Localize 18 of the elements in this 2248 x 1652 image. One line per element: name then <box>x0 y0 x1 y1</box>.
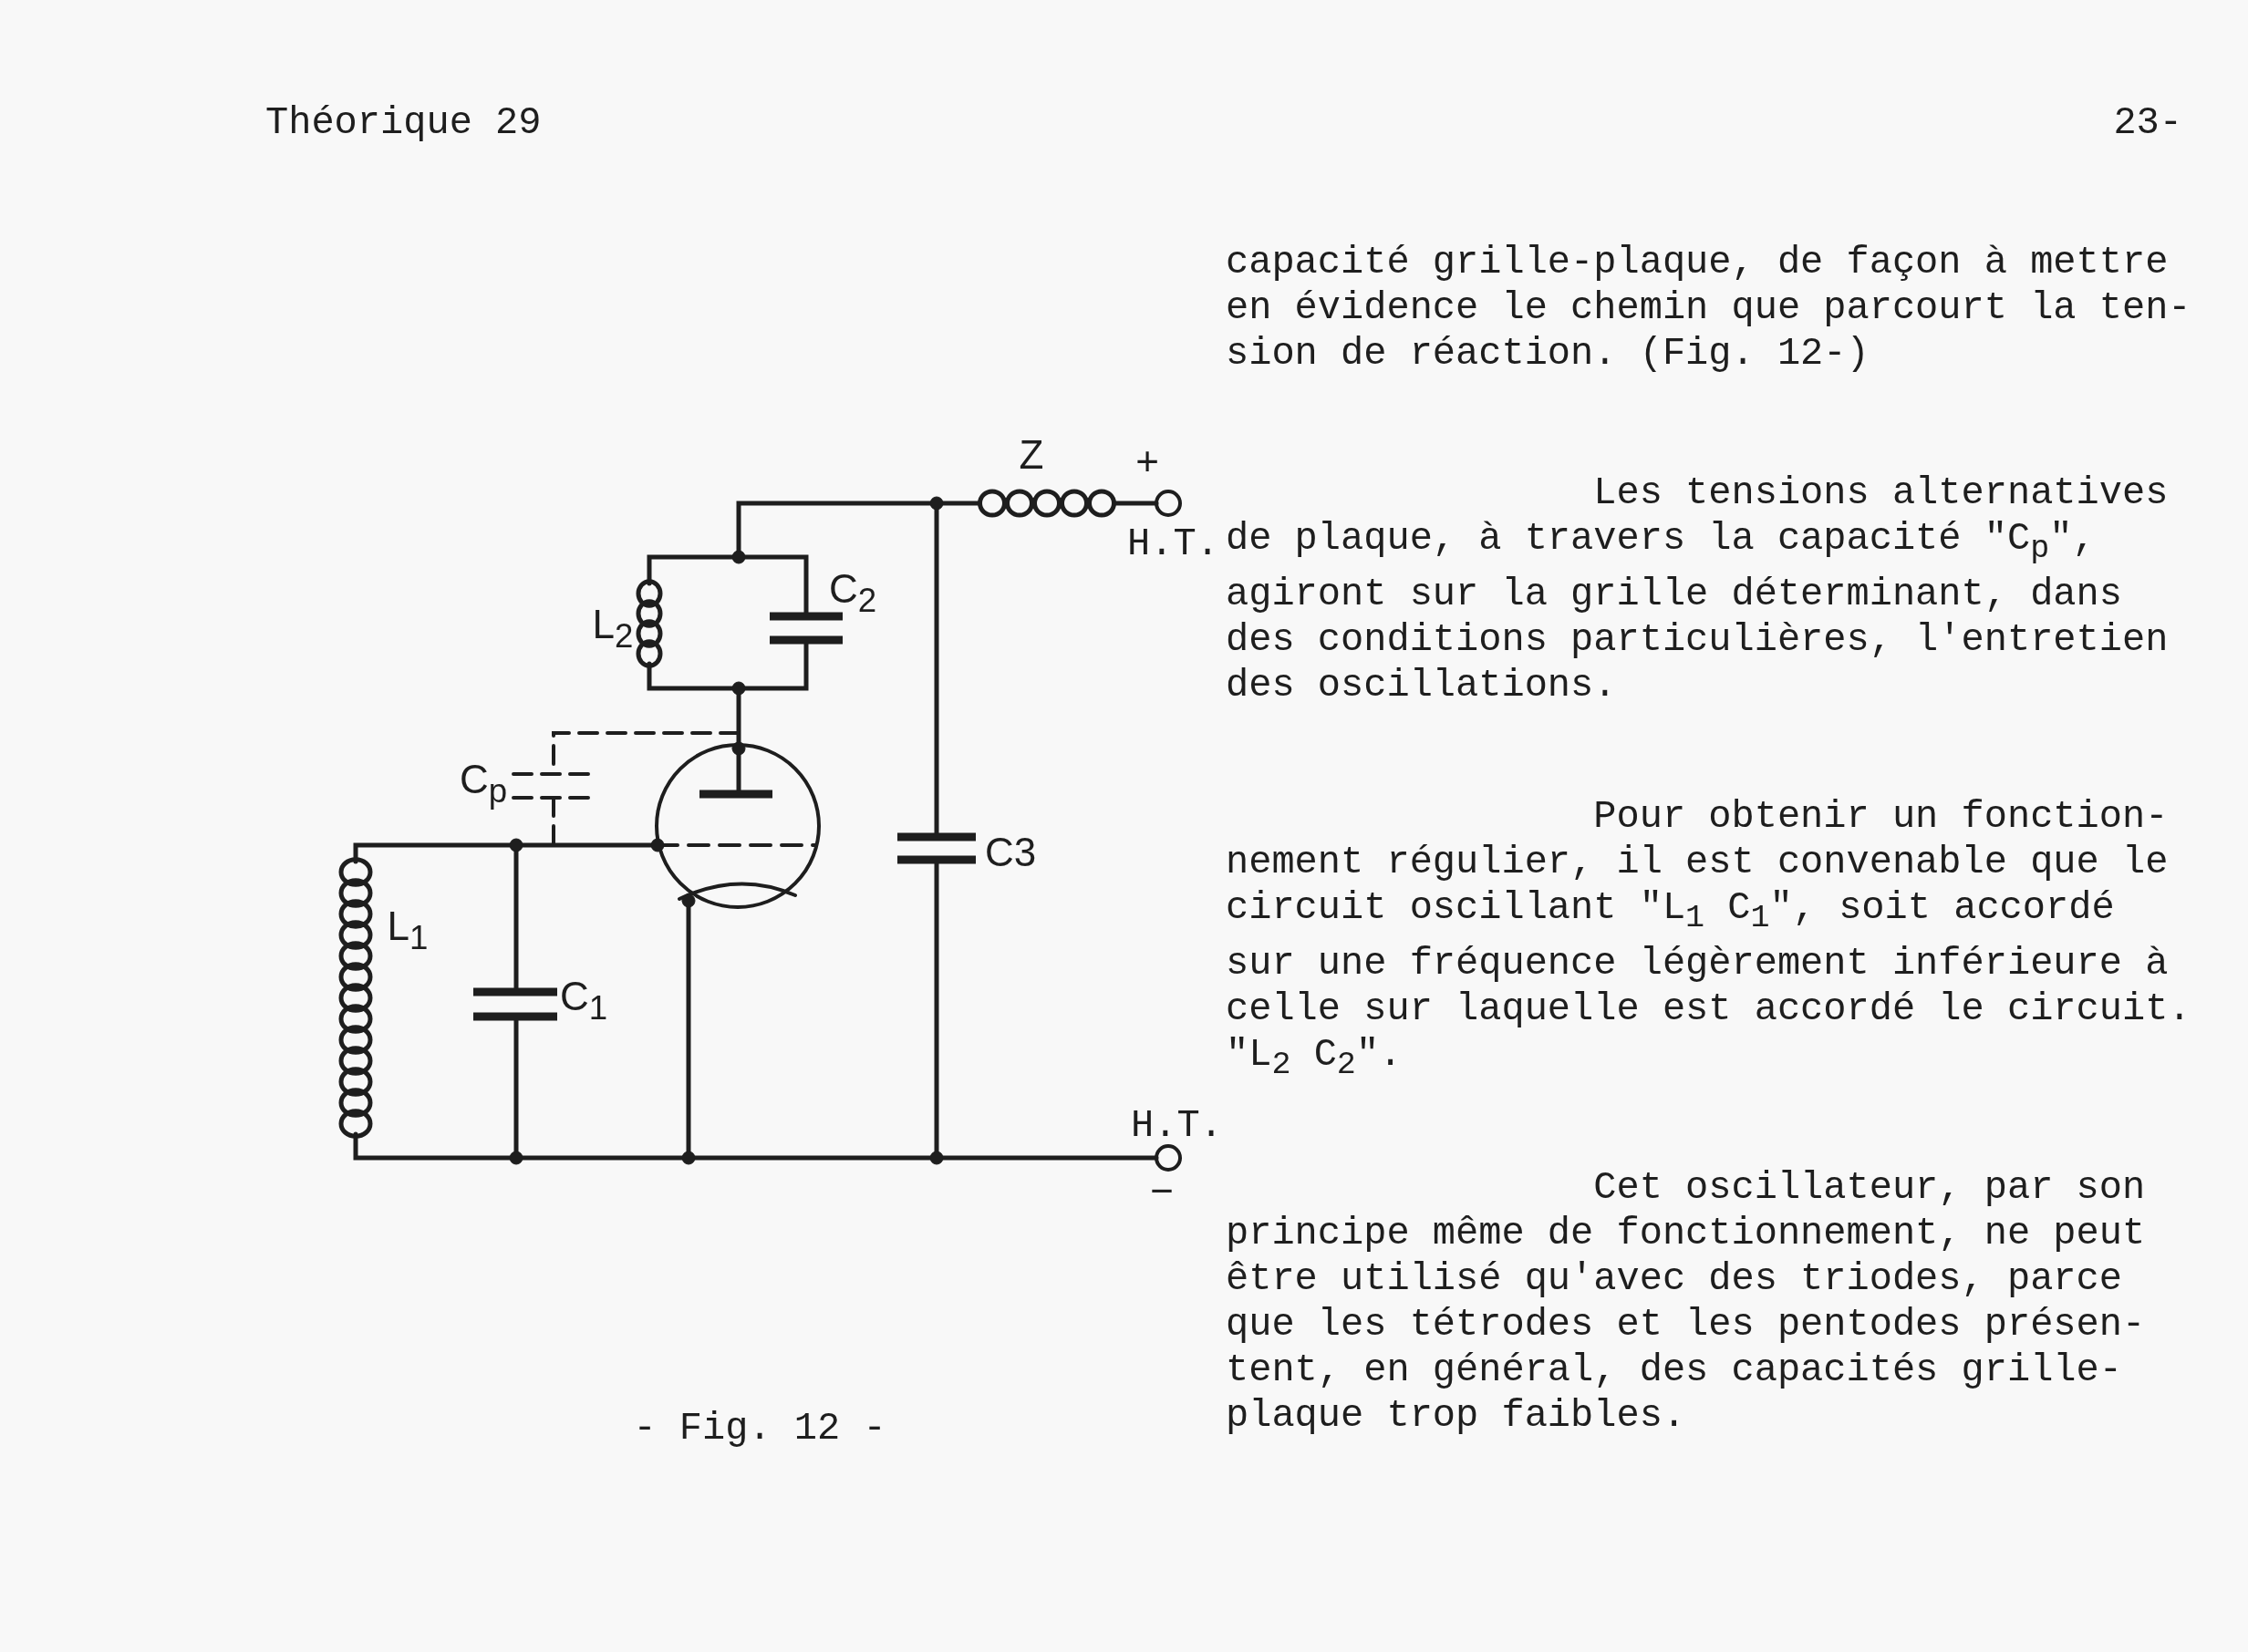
paragraph: capacité grille-plaque, de façon à mettre en évidence le chemin que parcourt la ten- sion de réaction. (Fig. 12-) <box>1226 240 2192 377</box>
page-header: Théorique 29 <box>265 100 542 146</box>
paragraph: Cet oscillateur, par son principe même de fonctionnement, ne peut être utilisé qu'avec des triodes, parce que les tétrodes et les pentodes présen- tent, en général, des capacités grille- plaque trop faibles. <box>1226 1165 2147 1439</box>
component-label: C$_{1}$ <box>559 976 608 1026</box>
component-label: L$_{1}$ <box>387 906 429 955</box>
component-label: C$_{2}$ <box>828 569 877 618</box>
terminal-label: H.T. <box>1131 1103 1223 1149</box>
paragraph: Pour obtenir un fonction- nement régulier, il est convenable que le circuit oscillant "L$_{1}$ C$_{1}$", soit accordé sur une fréquence légèrement inférieure à celle sur laquelle est accordé le circuit. "L$_{2}$ C$_{2}$". <box>1226 794 2192 1086</box>
polarity-sign: + <box>1135 441 1159 481</box>
polarity-sign: − <box>1150 1171 1174 1211</box>
terminal-label: H.T. <box>1127 521 1219 567</box>
component-label: C3 <box>984 832 1037 872</box>
component-label: C$_{p}$ <box>459 759 508 809</box>
component-label: Z <box>1019 435 1044 475</box>
component-label: L$_{2}$ <box>592 604 634 654</box>
paragraph: Les tensions alternatives de plaque, à travers la capacité "C$_{p}$", agiront sur la grille déterminant, dans des conditions particulières, l'entretien des oscillations. <box>1226 470 2170 709</box>
page-number: 23- <box>2113 100 2182 146</box>
figure-caption: - Fig. 12 - <box>633 1406 886 1451</box>
